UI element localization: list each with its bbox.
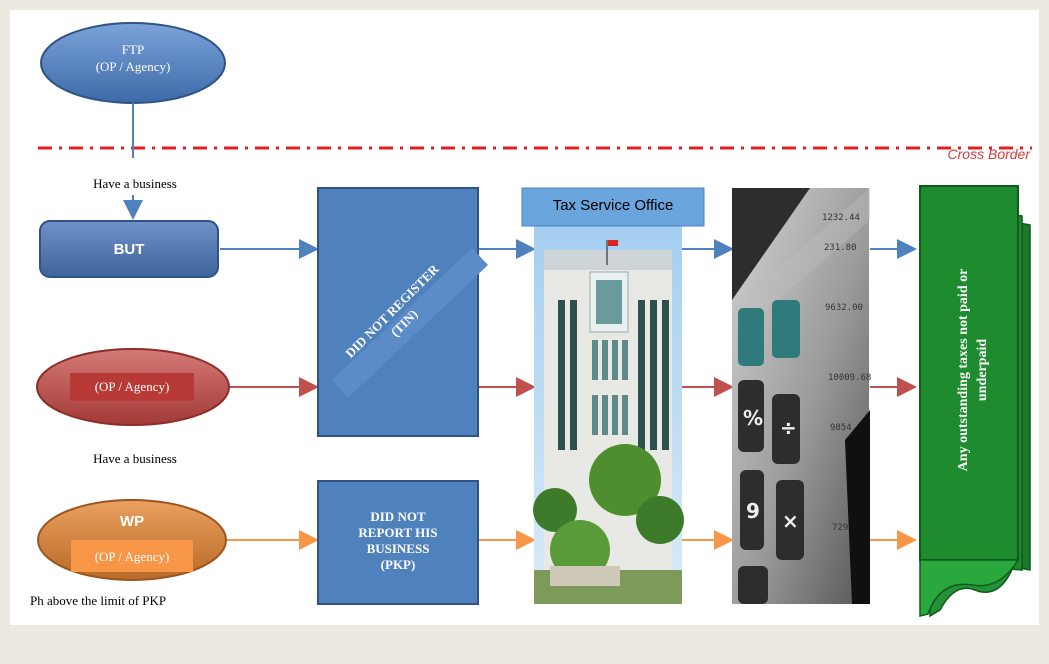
outcome-line1: Any outstanding taxes not paid or [956,268,971,472]
but-label: BUT [113,241,145,258]
cross-border-label: Cross Border [947,146,1030,162]
svg-text:÷: ÷ [780,416,797,440]
tax-office-photo [533,188,684,604]
ftp-label: FTP (OP / Agency) [48,41,218,75]
did-not-report-box [317,480,479,605]
did-not-report-line3: BUSINESS [366,541,430,556]
svg-text:%: % [743,406,763,430]
svg-text:9854.00: 9854.00 [830,423,868,433]
did-not-report-line2: REPORT HIS [358,525,438,540]
outcome-label: Any outstanding taxes not paid or underp… [954,190,992,550]
red-op-label: (OP / Agency) [94,379,170,394]
svg-text:9: 9 [746,499,760,523]
did-not-report-line4: (PKP) [380,557,416,572]
svg-text:7298: 7298 [832,523,854,533]
ftp-subtitle: (OP / Agency) [95,59,171,74]
svg-text:×: × [782,509,799,533]
have-business-mid: Have a business [93,451,177,466]
calculator-photo: % ÷ 9 × 1232.44 231.80 9632.00 10009.68 9854… [732,188,871,604]
tax-office-label-box [521,187,705,227]
svg-text:231.80: 231.80 [824,243,857,253]
did-not-register-box [317,187,479,437]
have-business-top: Have a business [93,176,177,191]
did-not-register-ribbon [332,248,488,398]
did-not-report-line1: DID NOT [370,509,426,524]
diagram-graphics: % ÷ 9 × 1232.44 231.80 9632.00 10009.68 9854… [36,22,1032,618]
outcome-card-stack [919,185,1031,618]
ftp-title: FTP [121,42,145,57]
diagram-canvas: % ÷ 9 × 1232.44 231.80 9632.00 10009.68 9854… [10,10,1039,625]
but-box [39,220,219,278]
did-not-report-label: DID NOT REPORT HIS BUSINESS (PKP) [318,509,478,573]
wp-title: WP [119,513,145,530]
wp-label-box [71,540,193,572]
outcome-line2: underpaid [975,338,990,402]
svg-text:1232.44: 1232.44 [822,213,860,223]
tax-office-label: Tax Service Office [552,197,674,214]
svg-text:9632.00: 9632.00 [825,303,863,313]
svg-text:10009.68: 10009.68 [828,373,871,383]
wp-subtitle: (OP / Agency) [94,549,170,564]
red-op-label-box [70,373,194,401]
ph-label: Ph above the limit of PKP [30,593,167,608]
